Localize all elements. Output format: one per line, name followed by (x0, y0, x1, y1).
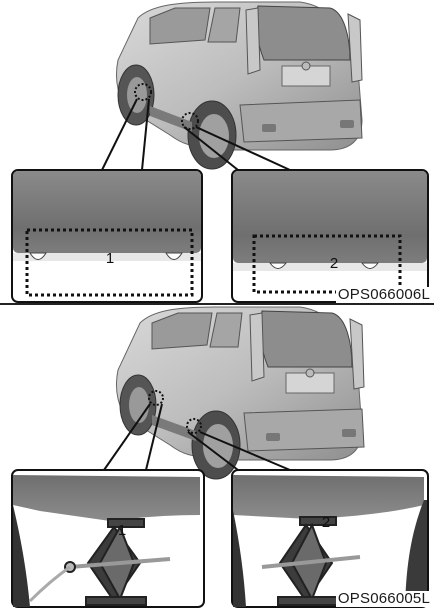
jack-points-illustration: 1 2 (0, 0, 434, 304)
figure-jack-points: 1 2 OPS066006L (0, 0, 434, 304)
detail-box-front-jack: 1 (12, 470, 204, 607)
callout-2: 2 (330, 255, 338, 272)
detail-box-rear: 2 (232, 170, 428, 302)
detail-box-front: 1 (12, 170, 202, 302)
callout-1: 1 (118, 522, 126, 539)
figure-code: OPS066006L (336, 287, 432, 303)
figure-jack-placement: 1 2 OPS066005L (0, 305, 434, 609)
figure-code: OPS066005L (336, 591, 432, 607)
callout-2: 2 (322, 514, 330, 531)
jack-placement-illustration: 1 2 (0, 305, 434, 609)
detail-box-rear-jack: 2 (232, 470, 428, 607)
car-rear-view (117, 307, 365, 479)
callout-1: 1 (106, 250, 114, 267)
car-rear-view (117, 2, 363, 169)
